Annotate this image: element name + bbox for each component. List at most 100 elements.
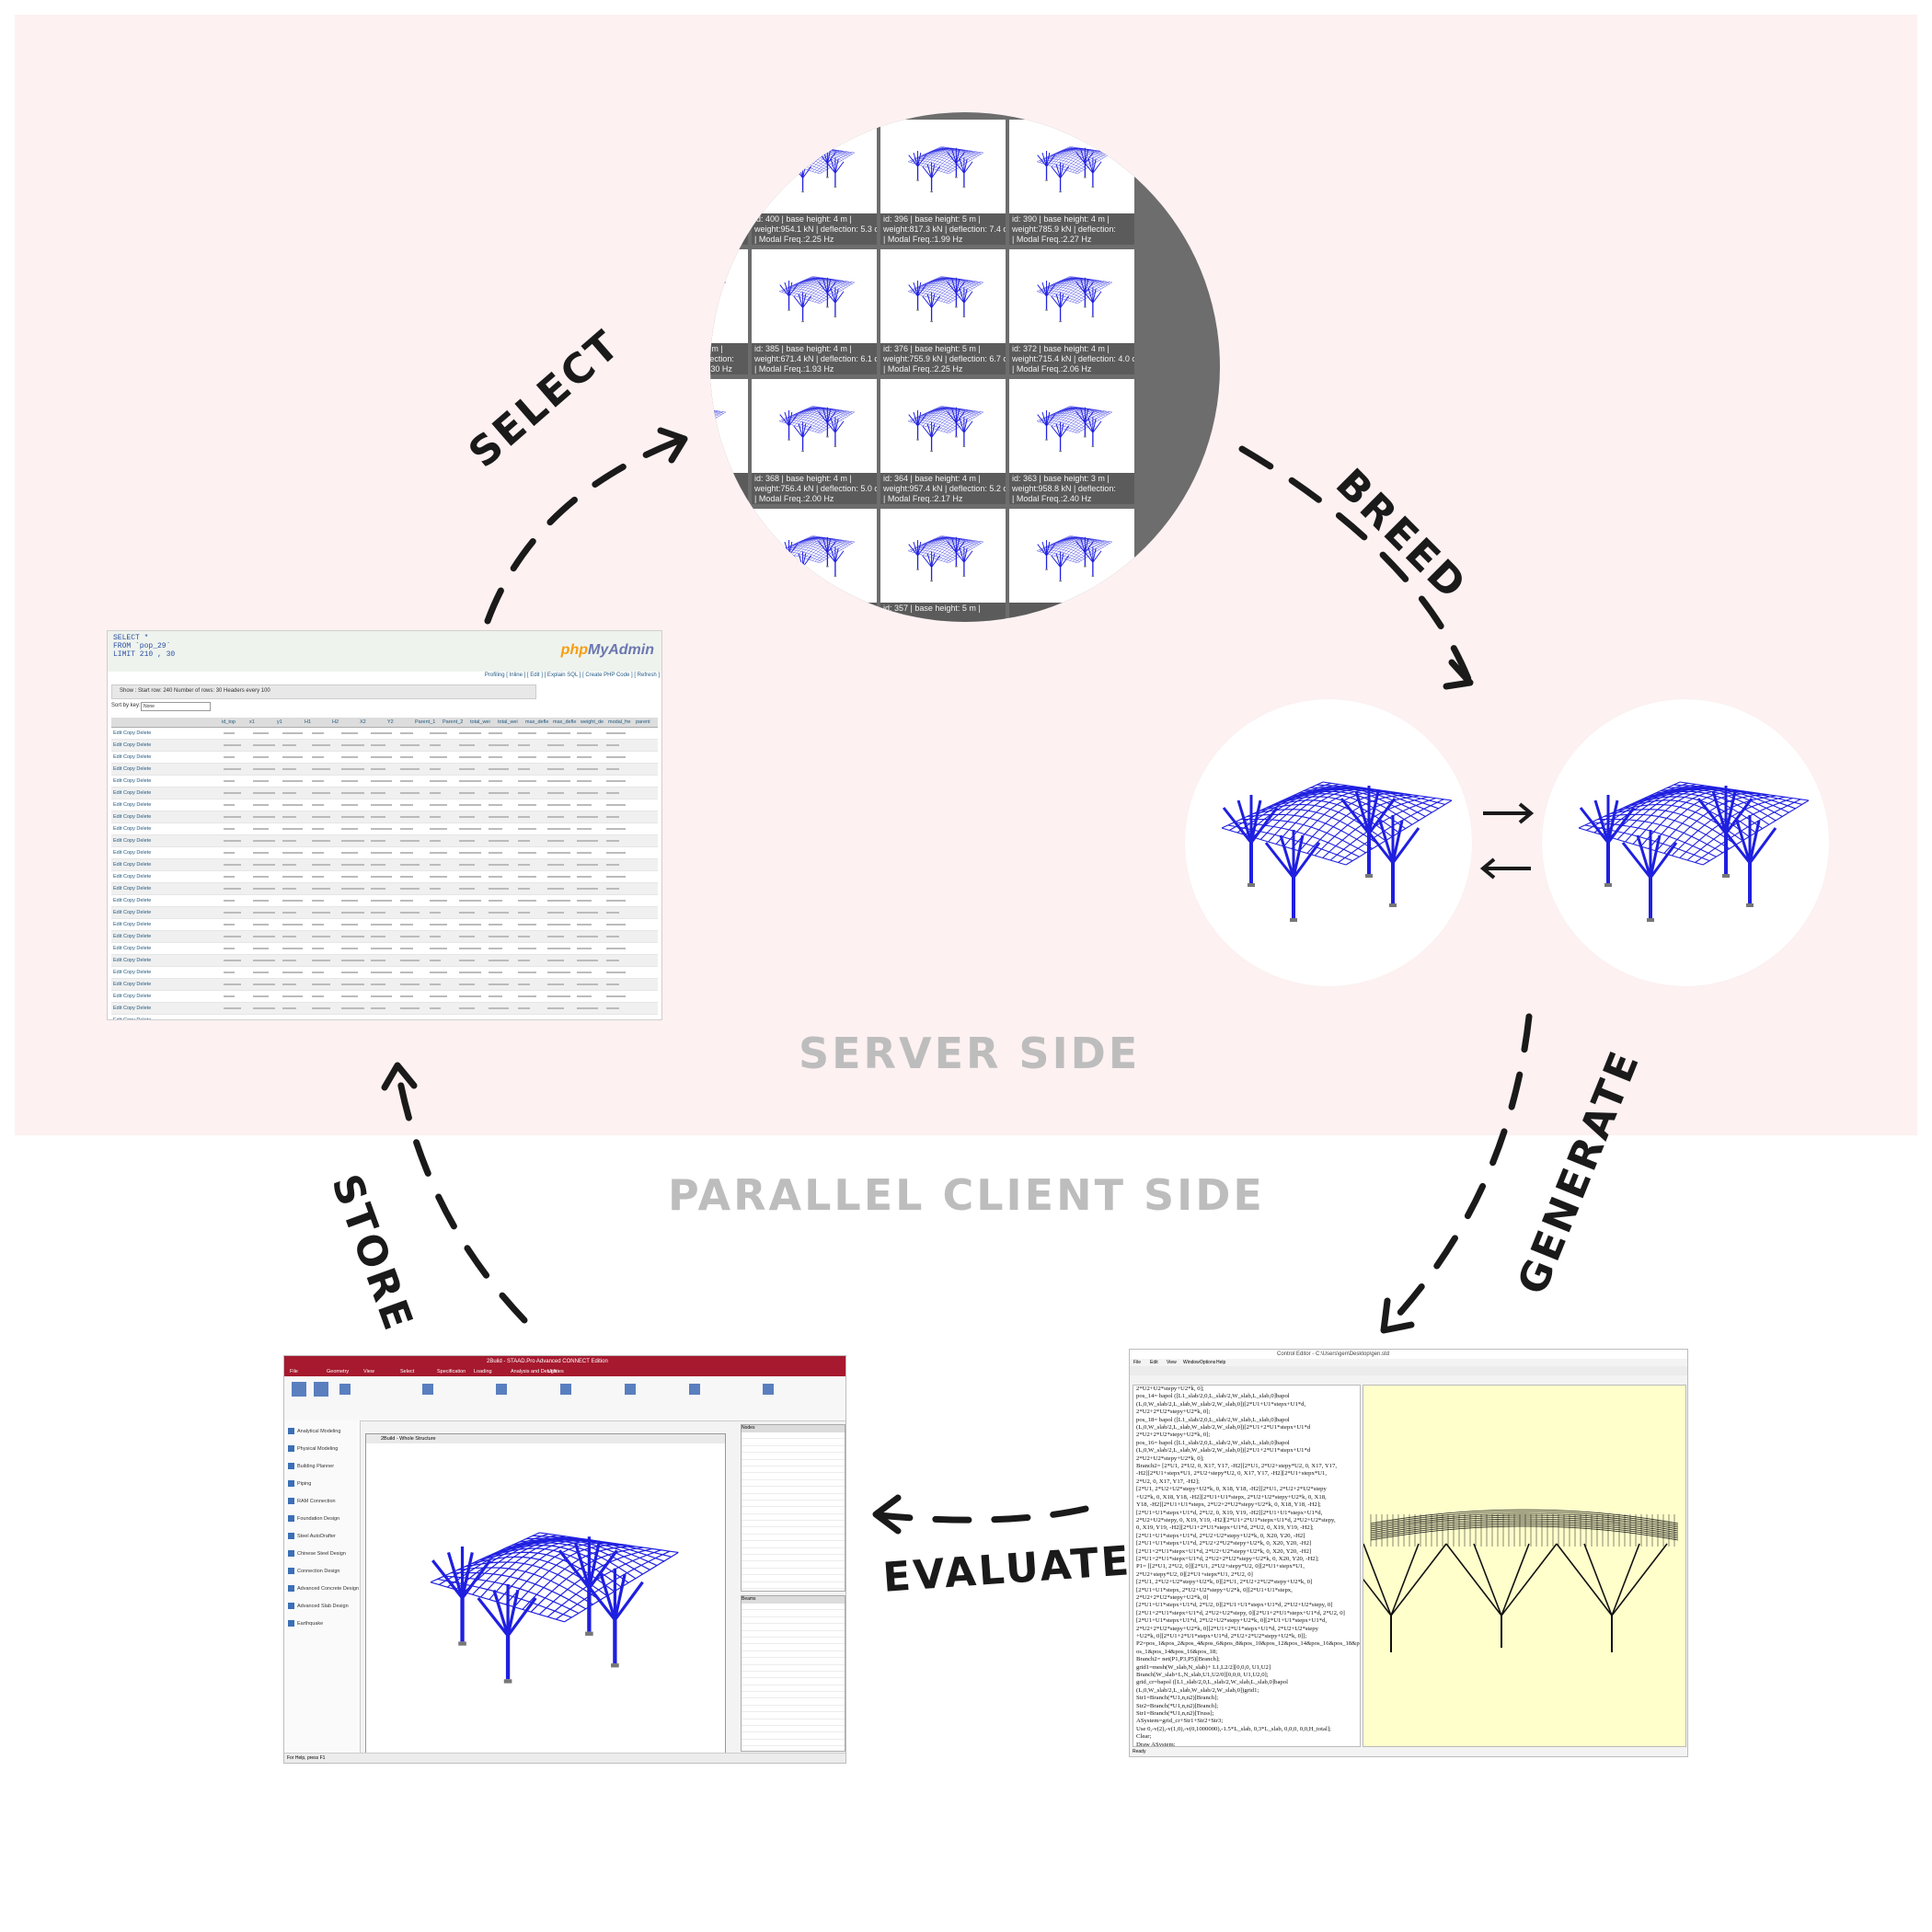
- tree-branch: [922, 295, 932, 308]
- tree-branch: [931, 553, 936, 568]
- row-actions[interactable]: Edit Copy Delete: [113, 910, 152, 915]
- column-header[interactable]: parent: [636, 719, 650, 725]
- sort-select[interactable]: None: [141, 702, 211, 711]
- roof-grid-line: [1067, 151, 1102, 171]
- roof-grid-line: [1075, 411, 1110, 433]
- roof-grid-line: [937, 148, 980, 156]
- workflow-item[interactable]: Piping: [288, 1480, 311, 1487]
- row-actions[interactable]: Edit Copy Delete: [113, 874, 152, 880]
- row-actions[interactable]: Edit Copy Delete: [113, 766, 152, 772]
- row-actions[interactable]: Edit Copy Delete: [113, 802, 152, 808]
- roof-grid-line: [812, 276, 855, 283]
- store-arrow: [394, 1064, 528, 1324]
- editor-menu-item[interactable]: View: [1167, 1360, 1177, 1365]
- row-actions[interactable]: Edit Copy Delete: [113, 946, 152, 951]
- row-actions[interactable]: Edit Copy Delete: [113, 994, 152, 999]
- staad-tab[interactable]: Loading: [474, 1369, 492, 1374]
- table-cell: [547, 864, 564, 866]
- table-cell: [606, 1007, 619, 1009]
- staad-tab[interactable]: View: [363, 1369, 374, 1374]
- column-header[interactable]: H1: [305, 719, 312, 725]
- workflow-item[interactable]: Chinese Steel Design: [288, 1550, 346, 1557]
- row-actions[interactable]: Edit Copy Delete: [113, 790, 152, 796]
- table-cell: [547, 756, 570, 758]
- column-header[interactable]: Parent_2: [443, 719, 464, 725]
- workflow-item[interactable]: Advanced Slab Design: [288, 1603, 349, 1609]
- workflow-item[interactable]: Steel AutoDrafter: [288, 1533, 336, 1539]
- roof-profile-line: [1370, 1522, 1679, 1537]
- row-actions[interactable]: Edit Copy Delete: [113, 754, 152, 760]
- table-cell: [282, 924, 303, 926]
- workflow-item[interactable]: Advanced Concrete Design: [288, 1585, 359, 1592]
- column-header[interactable]: H2: [332, 719, 339, 725]
- editor-code-pane[interactable]: 2*U2+U2*stepy+U2*k, 0];pos_14= bapol ([L…: [1133, 1385, 1361, 1747]
- column-header[interactable]: X2: [360, 719, 366, 725]
- roof-grid-line: [936, 409, 971, 430]
- row-actions[interactable]: Edit Copy Delete: [113, 1018, 152, 1020]
- table-cell: [312, 924, 324, 926]
- editor-menu-item[interactable]: Options: [1200, 1360, 1216, 1365]
- row-actions[interactable]: Edit Copy Delete: [113, 850, 152, 856]
- staad-tab[interactable]: Utilities: [547, 1369, 564, 1374]
- table-cell: [282, 864, 296, 866]
- table-row: [742, 1507, 845, 1514]
- roof-grid-line: [810, 281, 845, 301]
- tree-branch: [793, 295, 803, 308]
- staad-tab[interactable]: File: [290, 1369, 298, 1374]
- workflow-item[interactable]: Physical Modeling: [288, 1445, 338, 1452]
- staad-tab[interactable]: Analysis and Design: [511, 1369, 557, 1374]
- row-actions[interactable]: Edit Copy Delete: [113, 838, 152, 844]
- row-actions[interactable]: Edit Copy Delete: [113, 982, 152, 987]
- workflow-item[interactable]: Earthquake: [288, 1620, 323, 1627]
- generator-editor-window: Control Editor - C:\Users\gen\Desktop\ge…: [1129, 1349, 1688, 1757]
- staad-tab[interactable]: Specification: [437, 1369, 466, 1374]
- column-header[interactable]: x1: [249, 719, 255, 725]
- table-row: Edit Copy Delete: [111, 859, 658, 871]
- workflow-item[interactable]: Analytical Modeling: [288, 1428, 340, 1434]
- row-actions[interactable]: Edit Copy Delete: [113, 1006, 152, 1011]
- column-header[interactable]: weight_de: [581, 719, 604, 725]
- column-support: [1059, 450, 1062, 453]
- editor-menu-item[interactable]: Edit: [1150, 1360, 1158, 1365]
- staad-tab[interactable]: Geometry: [327, 1369, 350, 1374]
- editor-menu-item[interactable]: Help: [1216, 1360, 1226, 1365]
- row-actions[interactable]: Edit Copy Delete: [113, 922, 152, 927]
- row-actions[interactable]: Edit Copy Delete: [113, 778, 152, 784]
- row-actions[interactable]: Edit Copy Delete: [113, 862, 152, 868]
- table-cell: [253, 816, 275, 818]
- row-actions[interactable]: Edit Copy Delete: [113, 814, 152, 820]
- column-header[interactable]: max_defle: [553, 719, 577, 725]
- staad-tab[interactable]: Select: [400, 1369, 415, 1374]
- workflow-item[interactable]: Foundation Design: [288, 1515, 339, 1522]
- workflow-item[interactable]: RAM Connection: [288, 1498, 336, 1504]
- row-actions[interactable]: Edit Copy Delete: [113, 826, 152, 832]
- editor-menu-item[interactable]: File: [1133, 1360, 1142, 1365]
- row-actions[interactable]: Edit Copy Delete: [113, 742, 152, 748]
- row-actions[interactable]: Edit Copy Delete: [113, 958, 152, 963]
- column-header[interactable]: Parent_1: [415, 719, 436, 725]
- table-row: Edit Copy Delete: [111, 1003, 658, 1015]
- roof-grid-line: [1057, 149, 1099, 161]
- row-actions[interactable]: Edit Copy Delete: [113, 898, 152, 903]
- roof-grid-line: [1259, 787, 1363, 840]
- column-header[interactable]: y1: [277, 719, 282, 725]
- row-actions[interactable]: Edit Copy Delete: [113, 970, 152, 975]
- column-header[interactable]: modal_fre: [608, 719, 631, 725]
- column-header[interactable]: Y2: [387, 719, 394, 725]
- editor-menu-item[interactable]: Window: [1183, 1360, 1200, 1365]
- tree-branch: [951, 279, 957, 293]
- column-header[interactable]: max_defle: [525, 719, 549, 725]
- column-header[interactable]: total_wei: [498, 719, 518, 725]
- workflow-item[interactable]: Building Planner: [288, 1463, 334, 1469]
- column-header[interactable]: total_wei: [470, 719, 490, 725]
- row-actions[interactable]: Edit Copy Delete: [113, 886, 152, 891]
- pagination-bar[interactable]: Show : Start row: 240 Number of rows: 30…: [111, 684, 536, 699]
- tree-branch: [1249, 807, 1279, 844]
- row-actions[interactable]: Edit Copy Delete: [113, 934, 152, 939]
- row-actions[interactable]: Edit Copy Delete: [113, 730, 152, 736]
- workflow-item[interactable]: Connection Design: [288, 1568, 339, 1574]
- column-header[interactable]: id_top: [222, 719, 236, 725]
- query-toolbar[interactable]: Profiling [ Inline ] [ Edit ] [ Explain …: [484, 673, 660, 678]
- roof-grid-line: [1067, 281, 1102, 301]
